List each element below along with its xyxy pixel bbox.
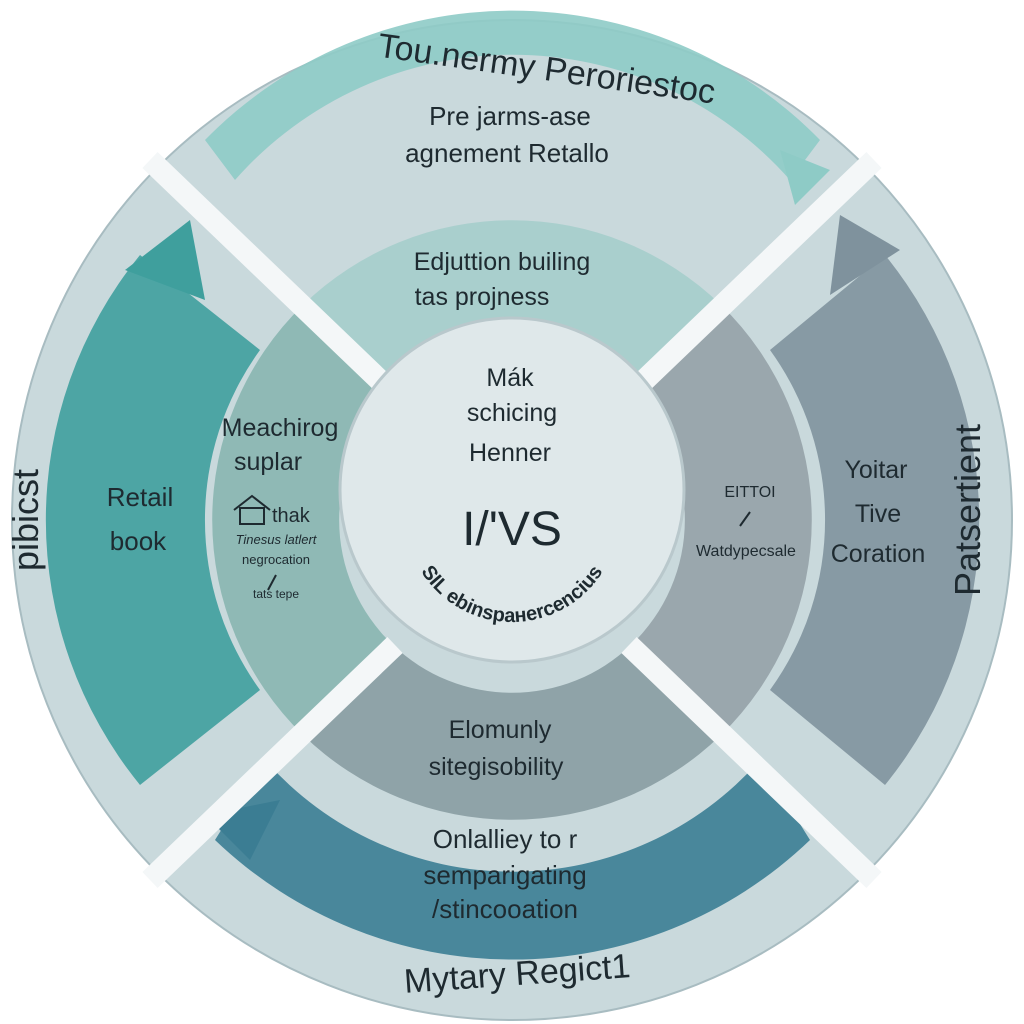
left-inner-line1: Meachirog [222, 414, 339, 442]
inner-top-segment [303, 220, 721, 395]
hub-line2: schicing [467, 399, 557, 427]
top-inner-line1: Edjuttion builing [414, 248, 591, 276]
top-inner-line2: tas projness [415, 283, 550, 311]
top-arrow-line1: Pre jarms-ase [429, 101, 591, 131]
hub-logo: I/'VS [462, 503, 562, 556]
right-arrow-band [770, 255, 980, 785]
hub-line3: Henner [469, 439, 551, 467]
bottom-inner-line2: sitegisobility [429, 753, 564, 781]
right-inner-line1: EITTOI [724, 484, 775, 501]
left-inner-line2: suplar [234, 448, 302, 476]
left-inner-note1: Tinesus latlert [236, 532, 318, 547]
right-arrow-head [830, 215, 900, 295]
bottom-inner-line1: Elomunly [449, 716, 552, 744]
bottom-arrow-line2: semparigating [423, 860, 586, 890]
left-inner-icon-label: thak [272, 505, 311, 527]
bottom-arrow-line1: Onlalliey to r [433, 824, 578, 854]
house-icon [233, 494, 271, 525]
right-inner-line2: Watdypecsale [696, 543, 796, 560]
top-arrow-line2: agnement Retallo [405, 138, 609, 168]
right-arrow-line1: Yoitar [844, 456, 907, 484]
outer-right-label: Patsertient [947, 424, 988, 596]
top-arrow-head [780, 150, 830, 205]
top-arrow-band [205, 10, 820, 181]
inner-bottom-segment [303, 645, 721, 820]
left-arrow-line2: book [110, 526, 167, 556]
quadrant-separators [142, 152, 882, 888]
right-inner-tick [739, 511, 751, 527]
left-arrow-head [125, 220, 205, 300]
left-arrow-band [45, 255, 260, 785]
left-inner-note3: tats tepe [253, 587, 299, 601]
right-arrow-line3: Coration [831, 540, 926, 568]
left-inner-tick [267, 574, 277, 591]
outer-left-label: pibicst [5, 469, 46, 571]
left-arrow-line1: Retail [107, 482, 173, 512]
left-inner-note2: negrocation [242, 552, 310, 567]
bottom-arrow-line3: /stincooation [432, 894, 578, 924]
hub-circle [338, 316, 686, 664]
bottom-arrow-band [215, 760, 810, 960]
inner-left-segment [212, 305, 393, 735]
right-arrow-line2: Tive [855, 500, 901, 528]
hub-line1: Mák [486, 364, 534, 392]
inner-right-segment [631, 305, 812, 735]
